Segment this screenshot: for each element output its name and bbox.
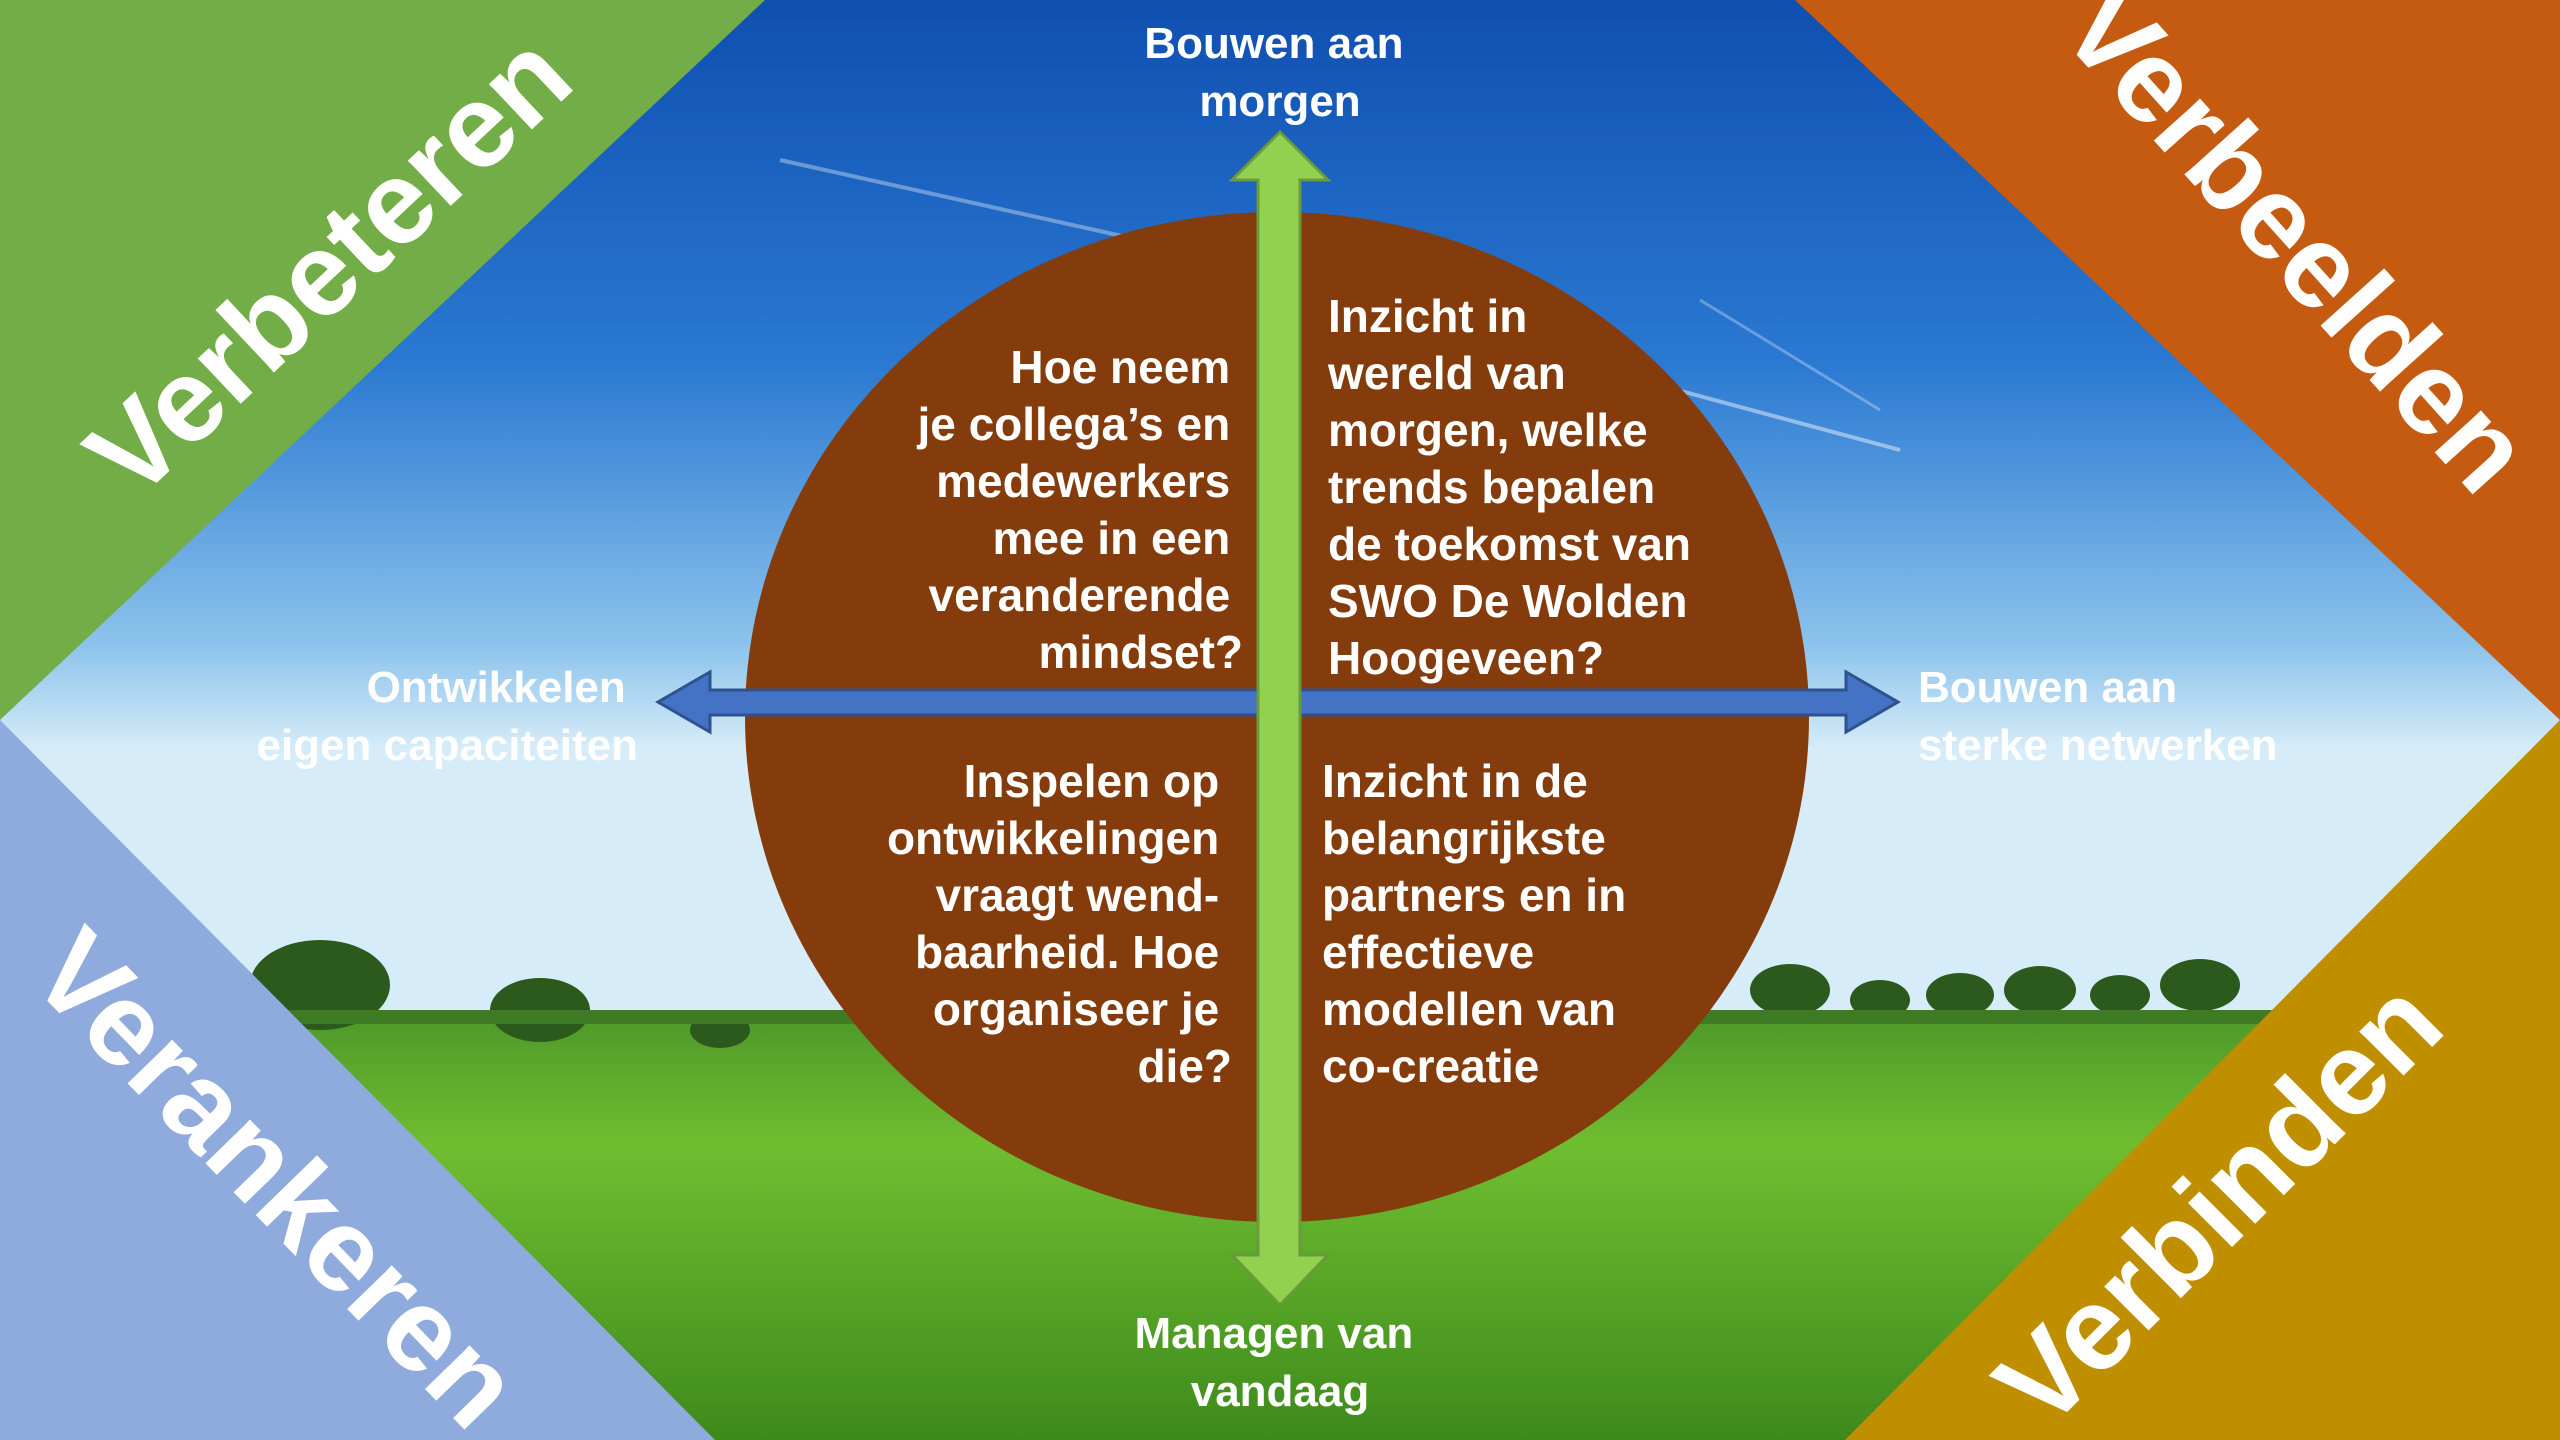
corner-verankeren [0,720,715,1440]
axis-label-left: Ontwikkelen eigen capaciteiten [257,663,638,770]
quadrant-text-top-left: Hoe neem je collega’s en medewerkers mee… [916,341,1243,678]
corner-verbeteren [0,0,765,720]
axis-label-bottom: Managen van vandaag [1135,1309,1426,1416]
quadrant-text-top-right: Inzicht in wereld van morgen, welke tren… [1327,290,1704,684]
quadrant-text-bottom-right: Inzicht in de belangrijkste partners en … [1322,755,1639,1092]
vertical-arrow [1228,129,1332,1308]
axis-label-top: Bouwen aan morgen [1144,19,1415,126]
axis-label-right: Bouwen aan sterke netwerken [1918,663,2278,770]
corner-verbinden [1845,720,2560,1440]
corner-verbeelden [1795,0,2560,720]
quadrant-text-bottom-left: Inspelen op ontwikkelingen vraagt wend- … [887,755,1232,1092]
